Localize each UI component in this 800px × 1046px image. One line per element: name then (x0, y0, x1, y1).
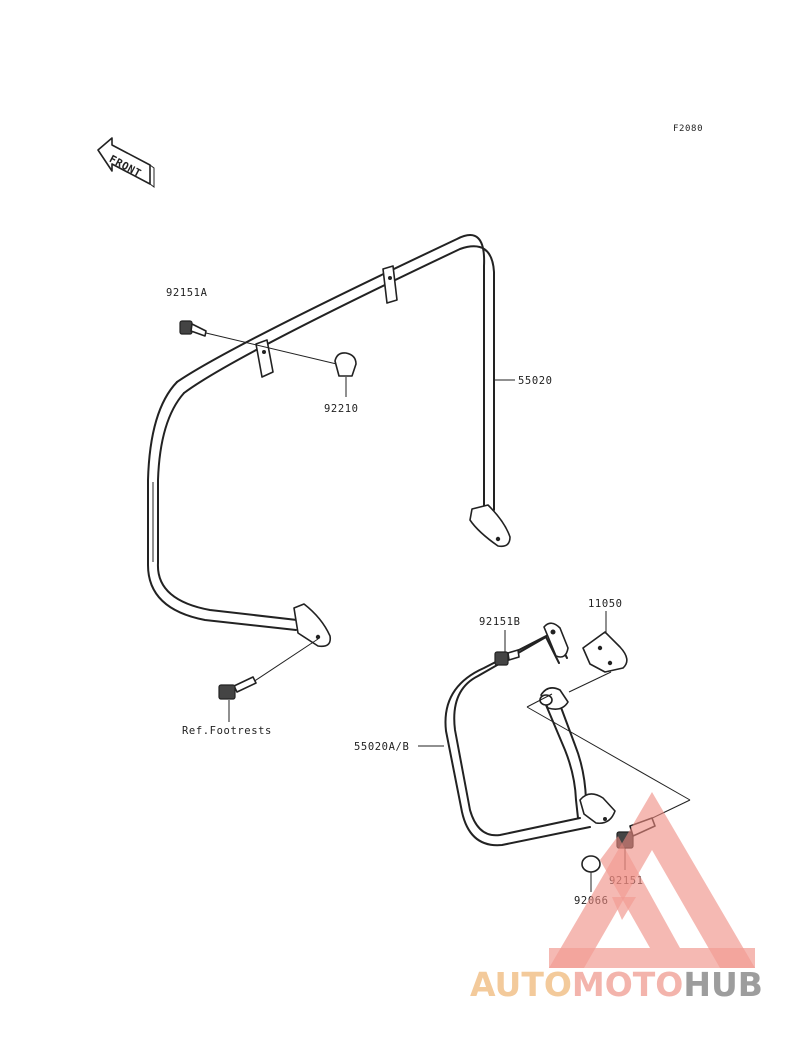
label-92210: 92210 (324, 403, 359, 415)
bolt-92151b (494, 630, 520, 666)
svg-text:AUTOMOTOHUB: AUTOMOTOHUB (470, 965, 763, 1004)
triangle-logo-icon (549, 792, 755, 968)
label-92151b: 92151B (479, 616, 521, 628)
bolt-ref-footrests (218, 638, 319, 722)
cap-92066 (581, 855, 601, 892)
label-92151a: 92151A (166, 287, 208, 299)
bolt-92151a (179, 320, 346, 367)
figure-code: F2080 (673, 124, 703, 134)
watermark-hub: HUB (683, 965, 763, 1004)
watermark-auto: AUTO (470, 965, 572, 1004)
automotohub-watermark: AUTOMOTOHUB (470, 792, 763, 1004)
upper-engine-guard (147, 234, 511, 648)
bracket-11050 (582, 611, 628, 673)
lower-engine-guard (444, 622, 691, 847)
label-11050: 11050 (588, 598, 623, 610)
front-arrow-icon: FRONT (97, 137, 155, 188)
label-ref-footrests: Ref.Footrests (182, 725, 272, 737)
watermark-moto: MOTO (572, 965, 683, 1004)
label-55020ab: 55020A/B (354, 741, 409, 753)
label-55020: 55020 (518, 375, 553, 387)
cap-nut-92210 (334, 352, 357, 397)
